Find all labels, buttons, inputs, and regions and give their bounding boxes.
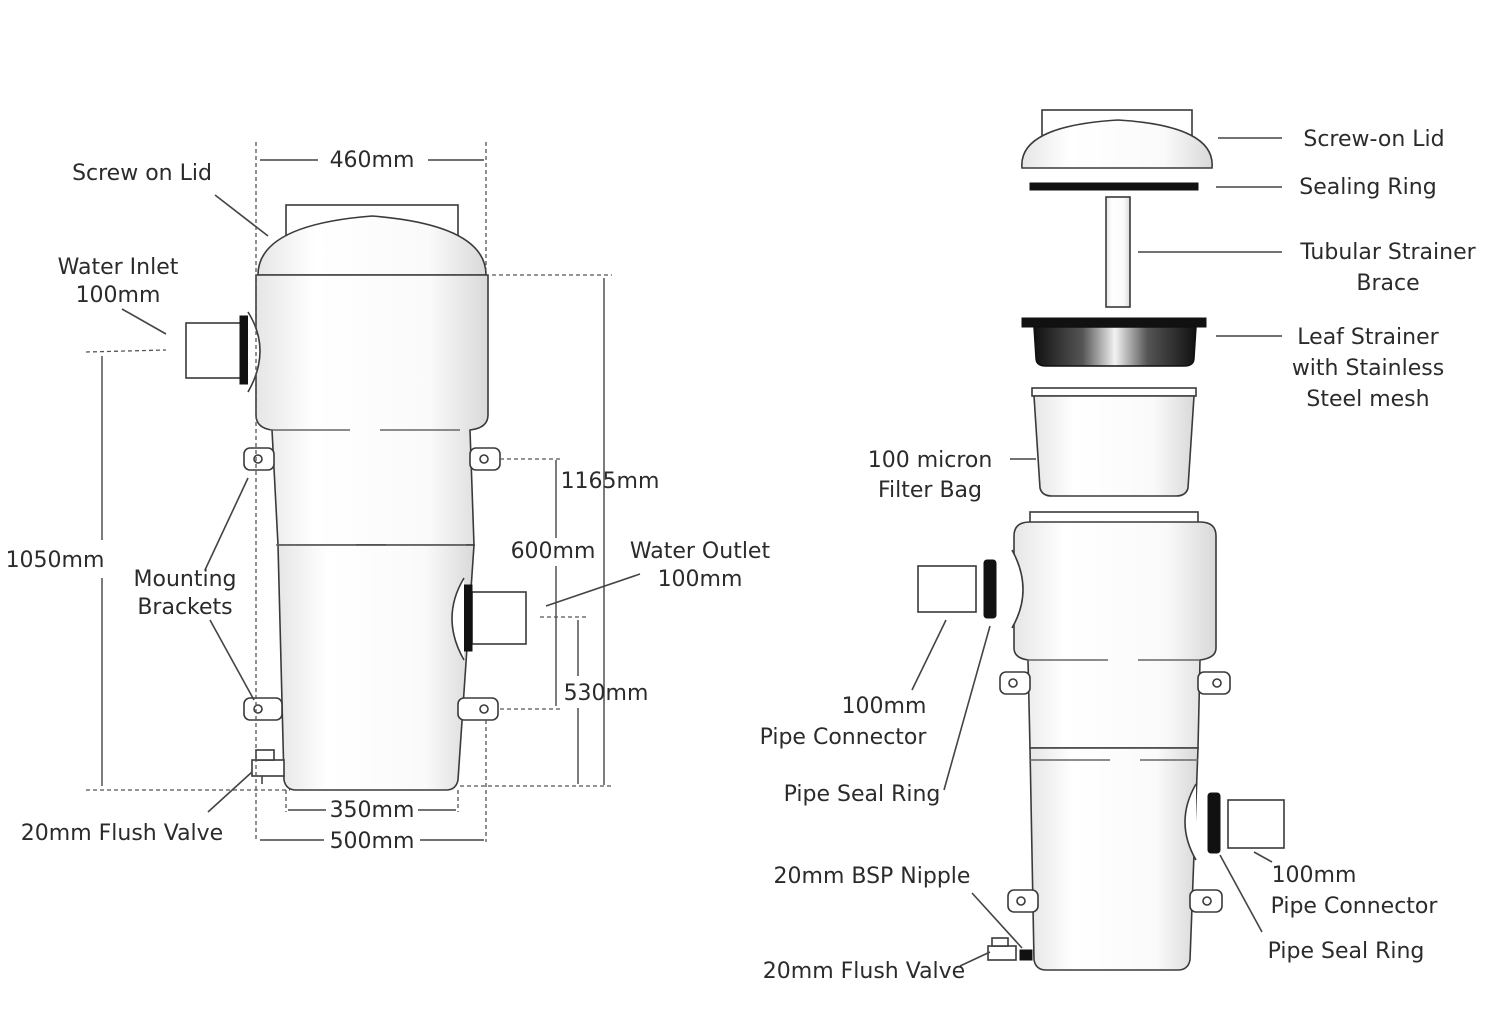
right-bracket-upper-left <box>999 671 1031 695</box>
left-lid-label: Screw on Lid <box>72 161 212 186</box>
right-tubular-strainer-label-2: Brace <box>1356 271 1419 296</box>
right-bracket-upper-right <box>1197 671 1231 695</box>
right-bracket-lower-right <box>1189 889 1223 913</box>
right-pipe-seal-right-label: Pipe Seal Ring <box>1268 939 1425 964</box>
right-filter-bag-rim <box>1031 387 1197 397</box>
right-screw-lid <box>1021 119 1213 169</box>
left-bracket-lower-left <box>243 697 283 721</box>
dim-overall-width: 500mm <box>330 829 415 854</box>
dim-outlet-height: 530mm <box>564 681 649 706</box>
left-inlet-size-label: 100mm <box>76 283 161 308</box>
right-leaf-strainer-rim <box>1021 317 1207 328</box>
right-bracket-lower-left <box>1007 889 1039 913</box>
right-pipe-seal-left <box>983 559 997 619</box>
left-bracket-upper-right <box>469 447 501 471</box>
left-inlet-pipe <box>185 322 243 379</box>
right-bsp-nipple <box>1019 949 1033 961</box>
left-view: Screw on Lid Water Inlet 100mm Water Out… <box>6 142 771 854</box>
right-leaf-strainer-label-1: Leaf Strainer <box>1297 325 1439 350</box>
right-bsp-nipple-label: 20mm BSP Nipple <box>774 864 971 889</box>
left-screw-lid <box>257 215 487 276</box>
right-lid-label: Screw-on Lid <box>1303 127 1444 152</box>
right-pipe-connector-left-label-1: 100mm <box>842 694 927 719</box>
left-dimensions <box>85 142 612 842</box>
right-sealing-ring <box>1029 182 1199 191</box>
left-outlet-seal <box>463 584 473 652</box>
right-lower-body <box>1029 747 1199 971</box>
right-filter-bag <box>1033 395 1195 497</box>
right-tubular-strainer <box>1105 196 1131 308</box>
left-flush-valve-label: 20mm Flush Valve <box>21 821 223 846</box>
left-lower-body <box>277 544 475 791</box>
right-pipe-connector-right <box>1227 799 1285 849</box>
right-pipe-seal-left-label: Pipe Seal Ring <box>784 782 941 807</box>
dim-base-width: 350mm <box>330 798 415 823</box>
left-outlet-pipe <box>471 591 527 645</box>
left-upper-body <box>255 274 489 546</box>
left-outlet-label: Water Outlet <box>630 539 771 564</box>
right-pipe-connector-left-label-2: Pipe Connector <box>760 725 928 750</box>
left-bracket-upper-left <box>243 447 275 471</box>
dim-inlet-height: 1050mm <box>6 548 105 573</box>
right-filter-bag-label-2: Filter Bag <box>878 478 982 503</box>
left-inlet-label: Water Inlet <box>58 255 179 280</box>
dim-bracket-spacing: 600mm <box>511 539 596 564</box>
right-pipe-connector-right-label-1: 100mm <box>1272 863 1357 888</box>
right-pipe-seal-right <box>1207 792 1221 854</box>
right-sealing-ring-label: Sealing Ring <box>1299 175 1436 200</box>
right-pipe-connector-right-label-2: Pipe Connector <box>1271 894 1439 919</box>
dim-lid-width: 460mm <box>330 148 415 173</box>
right-leaf-strainer <box>1033 326 1197 367</box>
right-pipe-connector-left <box>917 565 977 613</box>
left-bracket-lower-right <box>457 697 499 721</box>
left-inlet-seal <box>239 315 249 385</box>
right-leaf-strainer-label-2: with Stainless <box>1292 356 1444 381</box>
left-outlet-size-label: 100mm <box>658 567 743 592</box>
right-tubular-strainer-label-1: Tubular Strainer <box>1299 240 1476 265</box>
left-brackets-label: Brackets <box>137 595 232 620</box>
left-mounting-label: Mounting <box>134 567 237 592</box>
dim-total-height: 1165mm <box>561 469 660 494</box>
right-flush-valve-icon <box>987 937 1017 961</box>
right-leaf-strainer-label-3: Steel mesh <box>1306 387 1429 412</box>
left-flush-valve-icon <box>251 749 285 784</box>
right-upper-body <box>1013 521 1217 749</box>
right-flush-valve-label: 20mm Flush Valve <box>763 959 965 984</box>
right-filter-bag-label-1: 100 micron <box>868 448 993 473</box>
right-view: Screw-on Lid Sealing Ring Tubular Strain… <box>760 109 1477 984</box>
